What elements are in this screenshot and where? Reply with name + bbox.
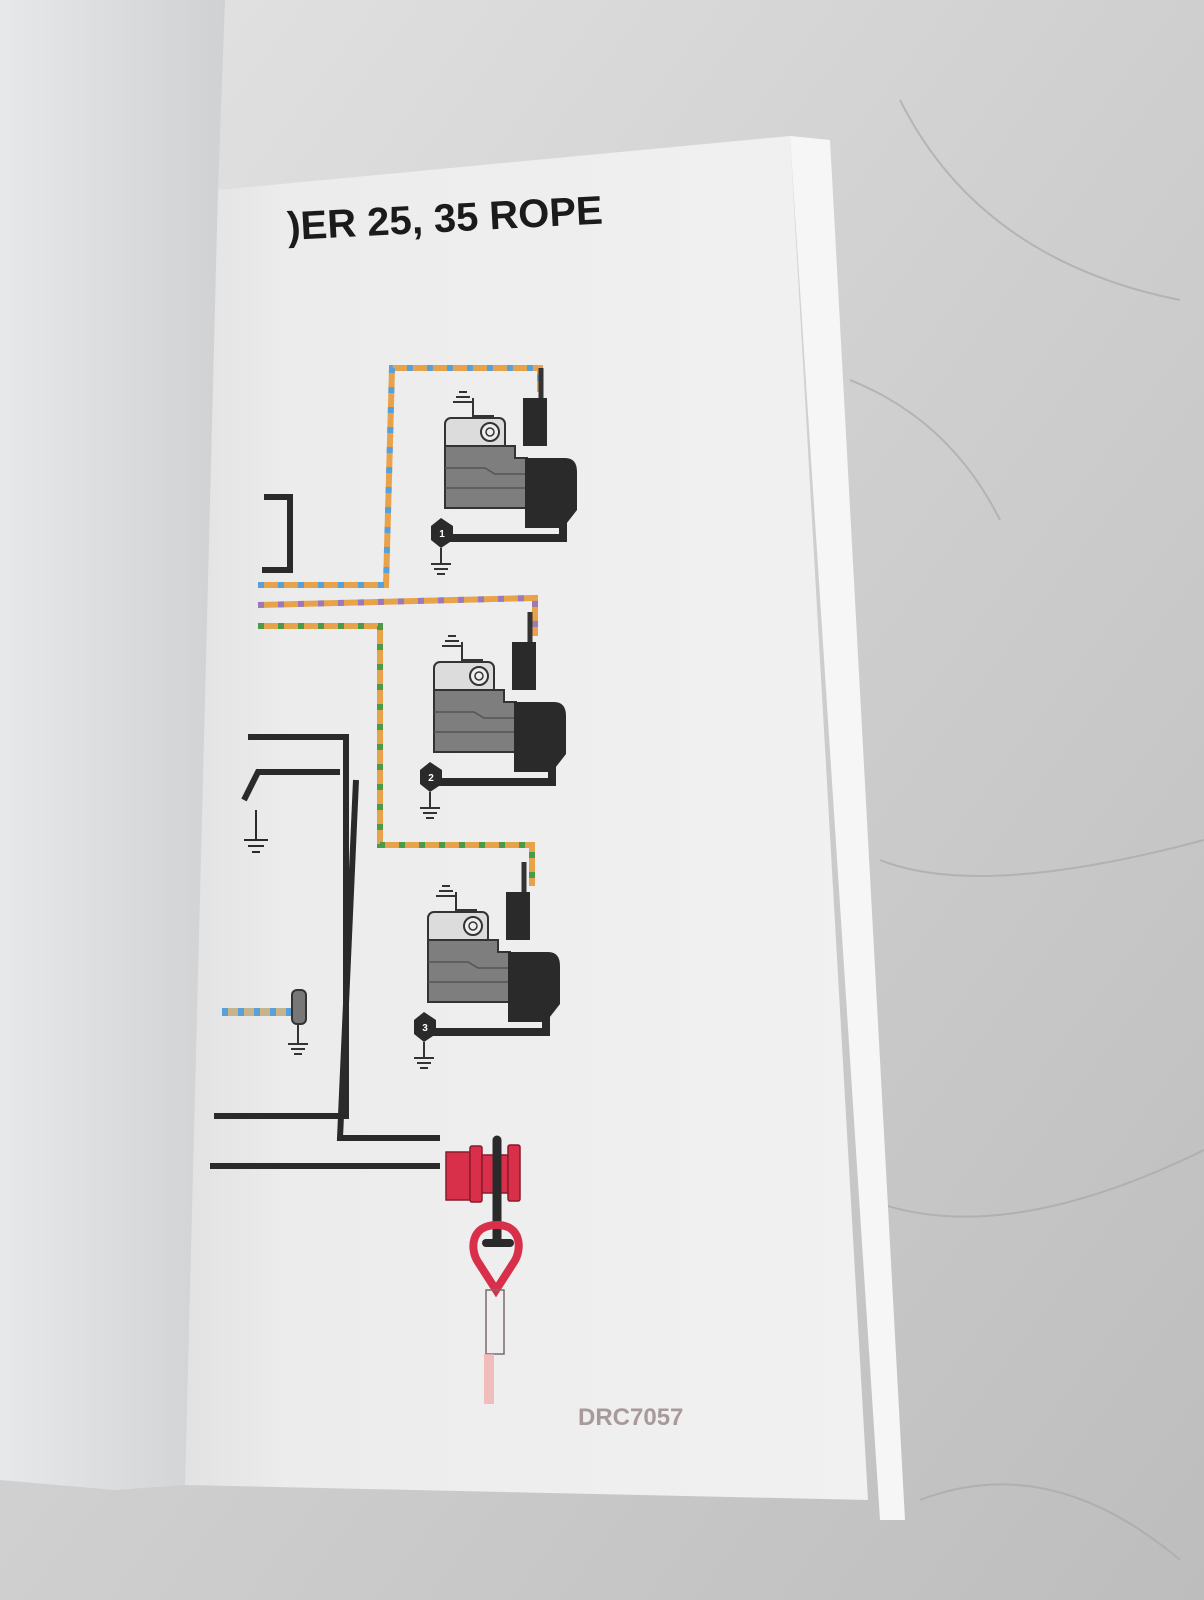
page-stack-edge xyxy=(790,136,905,1520)
wire-orange-purple xyxy=(257,594,538,636)
wire-orange-green xyxy=(258,623,535,886)
ignition-coil-3: 3 xyxy=(414,862,560,1068)
wire-black xyxy=(210,494,440,1169)
coil-3-label: 3 xyxy=(422,1023,428,1034)
right-page xyxy=(185,136,868,1500)
diagram-code: DRC7057 xyxy=(578,1404,683,1431)
coil-2-label: 2 xyxy=(428,773,434,784)
ignition-coil-2: 2 xyxy=(420,612,566,818)
ignition-coil-1: 1 xyxy=(431,368,577,574)
marble-veins xyxy=(849,99,1204,1561)
stop-switch-plug xyxy=(445,1135,523,1404)
left-page xyxy=(0,0,225,1490)
sensor-connector xyxy=(222,989,308,1055)
coil-1-label: 1 xyxy=(439,529,445,540)
